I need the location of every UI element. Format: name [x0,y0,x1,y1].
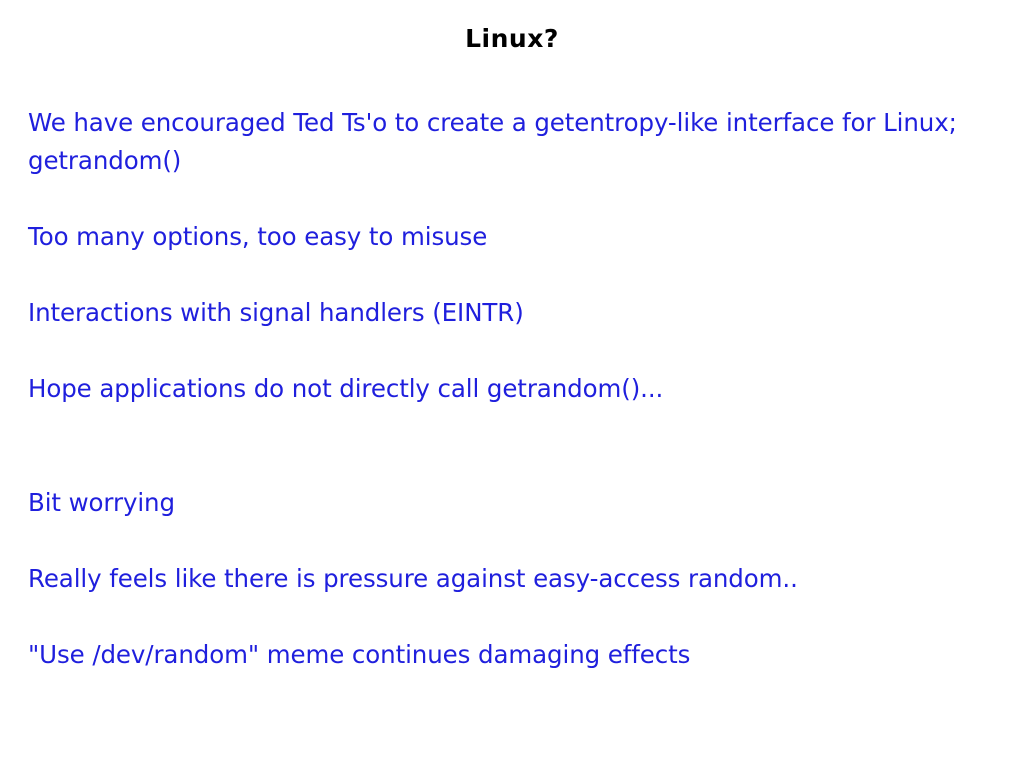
body-paragraph-3: Interactions with signal handlers (EINTR… [28,298,524,327]
body-paragraph-1: We have encouraged Ted Ts'o to create a … [28,108,965,175]
slide-title: Linux? [465,24,559,53]
body-paragraph-2: Too many options, too easy to misuse [28,222,488,251]
slide-body: We have encouraged Ted Ts'o to create a … [28,104,988,674]
body-paragraph-5: Bit worrying [28,488,175,517]
body-paragraph-4: Hope applications do not directly call g… [28,374,664,403]
body-paragraph-6: Really feels like there is pressure agai… [28,564,798,593]
body-paragraph-7: "Use /dev/random" meme continues damagin… [28,640,691,669]
